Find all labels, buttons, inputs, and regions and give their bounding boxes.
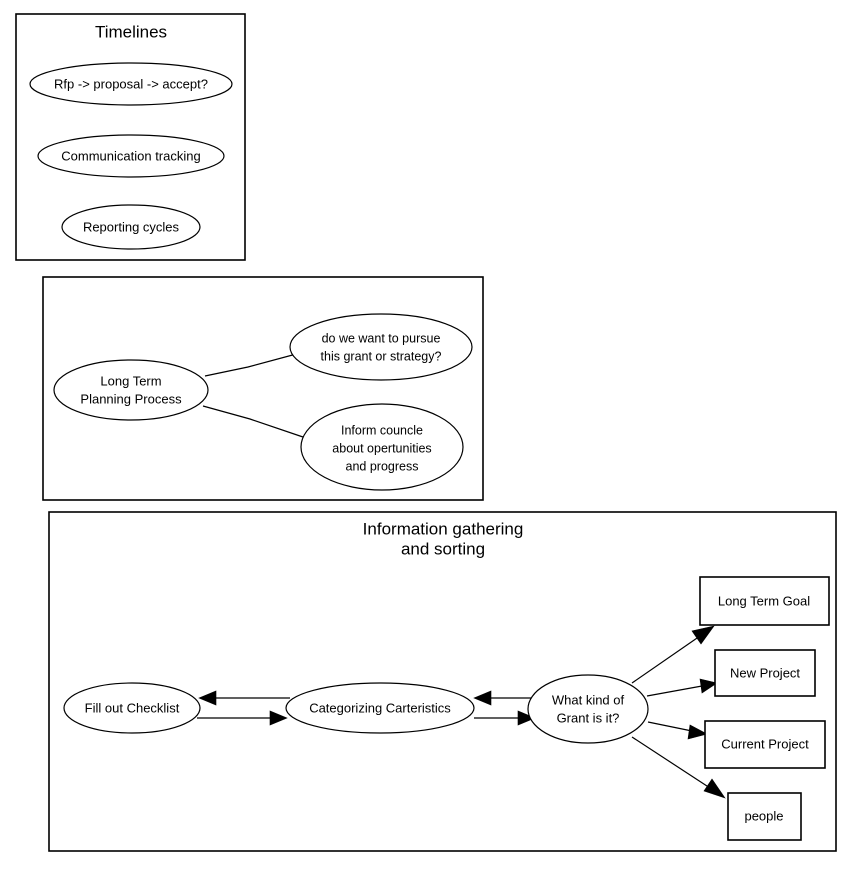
node-what-kind-of-grant[interactable]: What kind of Grant is it? bbox=[527, 674, 649, 744]
arrow-head-to-current-project bbox=[687, 724, 708, 740]
node-inform-councle-ellipse bbox=[300, 403, 464, 491]
node-pursue-grant-question-label-line2: this grant or strategy? bbox=[321, 349, 442, 363]
node-fill-out-checklist-label: Fill out Checklist bbox=[85, 700, 180, 715]
edge-checklist-to-categorizing bbox=[197, 710, 288, 726]
arrow-head-to-categorizing-left bbox=[473, 690, 492, 706]
node-current-project-label: Current Project bbox=[721, 736, 809, 751]
edge-categorizing-to-checklist bbox=[198, 690, 290, 706]
node-fill-out-checklist-ellipse bbox=[63, 682, 201, 734]
node-communication-tracking[interactable]: Communication tracking bbox=[37, 134, 225, 178]
node-rfp-label: Rfp -> proposal -> accept? bbox=[54, 76, 208, 91]
node-pursue-grant-question[interactable]: do we want to pursue this grant or strat… bbox=[289, 313, 473, 381]
edge-categorizing-to-grantkind bbox=[474, 710, 536, 726]
node-long-term-goal-rect bbox=[699, 576, 830, 626]
node-people-rect bbox=[727, 792, 802, 841]
node-pursue-grant-question-label-line1: do we want to pursue bbox=[322, 331, 441, 345]
arrow-head-to-checklist bbox=[198, 690, 217, 706]
panel-timelines-title: Timelines bbox=[95, 22, 167, 41]
node-people[interactable]: people bbox=[727, 792, 802, 841]
arrow-head-to-new-project bbox=[699, 678, 718, 694]
node-fill-out-checklist[interactable]: Fill out Checklist bbox=[63, 682, 201, 734]
arrow-head-to-categorizing bbox=[269, 710, 288, 726]
arrow-head-to-grantkind bbox=[517, 710, 536, 726]
node-inform-councle-label-line1: Inform councle bbox=[341, 423, 423, 437]
node-categorizing-carteristics-ellipse bbox=[285, 682, 475, 734]
node-inform-councle[interactable]: Inform councle about opertunities and pr… bbox=[300, 403, 464, 491]
node-communication-tracking-ellipse bbox=[37, 134, 225, 178]
node-inform-councle-label-line2: about opertunities bbox=[332, 441, 431, 455]
panel-timelines[interactable]: Timelines Rfp -> proposal -> accept? Com… bbox=[15, 13, 246, 261]
node-long-term-planning-process-ellipse bbox=[53, 359, 209, 421]
node-reporting-cycles-label: Reporting cycles bbox=[83, 219, 180, 234]
panel-information-gathering-title-line1: Information gathering bbox=[363, 519, 524, 538]
edge-grantkind-to-people bbox=[631, 736, 726, 799]
node-reporting-cycles[interactable]: Reporting cycles bbox=[61, 204, 201, 250]
node-rfp-ellipse bbox=[29, 62, 233, 106]
node-what-kind-of-grant-ellipse bbox=[527, 674, 649, 744]
node-communication-tracking-label: Communication tracking bbox=[61, 148, 200, 163]
panel-long-term-planning[interactable]: Long Term Planning Process do we want to… bbox=[42, 276, 484, 501]
node-inform-councle-label-line3: and progress bbox=[346, 459, 419, 473]
node-categorizing-carteristics-label: Categorizing Carteristics bbox=[309, 700, 451, 715]
node-current-project[interactable]: Current Project bbox=[704, 720, 826, 769]
node-people-label: people bbox=[744, 808, 783, 823]
edge-grantkind-to-new-project bbox=[646, 678, 718, 697]
node-long-term-planning-process-label-line1: Long Term bbox=[100, 373, 161, 388]
edge-grantkind-to-categorizing bbox=[473, 690, 533, 706]
node-what-kind-of-grant-label-line1: What kind of bbox=[552, 692, 625, 707]
node-new-project-rect bbox=[714, 649, 816, 697]
panel-information-gathering-title-line2: and sorting bbox=[401, 539, 485, 558]
node-long-term-planning-process[interactable]: Long Term Planning Process bbox=[53, 359, 209, 421]
node-new-project[interactable]: New Project bbox=[714, 649, 816, 697]
node-reporting-cycles-ellipse bbox=[61, 204, 201, 250]
edge-grantkind-to-long-term-goal bbox=[631, 625, 715, 684]
arrow-head-to-people bbox=[703, 778, 726, 799]
node-long-term-planning-process-label-line2: Planning Process bbox=[80, 391, 182, 406]
panel-information-gathering[interactable]: Information gathering and sorting bbox=[48, 511, 837, 852]
arrow-head-to-long-term-goal bbox=[691, 625, 715, 645]
node-pursue-grant-question-ellipse bbox=[289, 313, 473, 381]
edge-grantkind-to-current-project bbox=[647, 721, 708, 740]
node-what-kind-of-grant-label-line2: Grant is it? bbox=[557, 710, 620, 725]
node-long-term-goal-label: Long Term Goal bbox=[718, 593, 810, 608]
node-long-term-goal[interactable]: Long Term Goal bbox=[699, 576, 830, 626]
node-rfp[interactable]: Rfp -> proposal -> accept? bbox=[29, 62, 233, 106]
node-new-project-label: New Project bbox=[730, 665, 800, 680]
node-categorizing-carteristics[interactable]: Categorizing Carteristics bbox=[285, 682, 475, 734]
node-current-project-rect bbox=[704, 720, 826, 769]
